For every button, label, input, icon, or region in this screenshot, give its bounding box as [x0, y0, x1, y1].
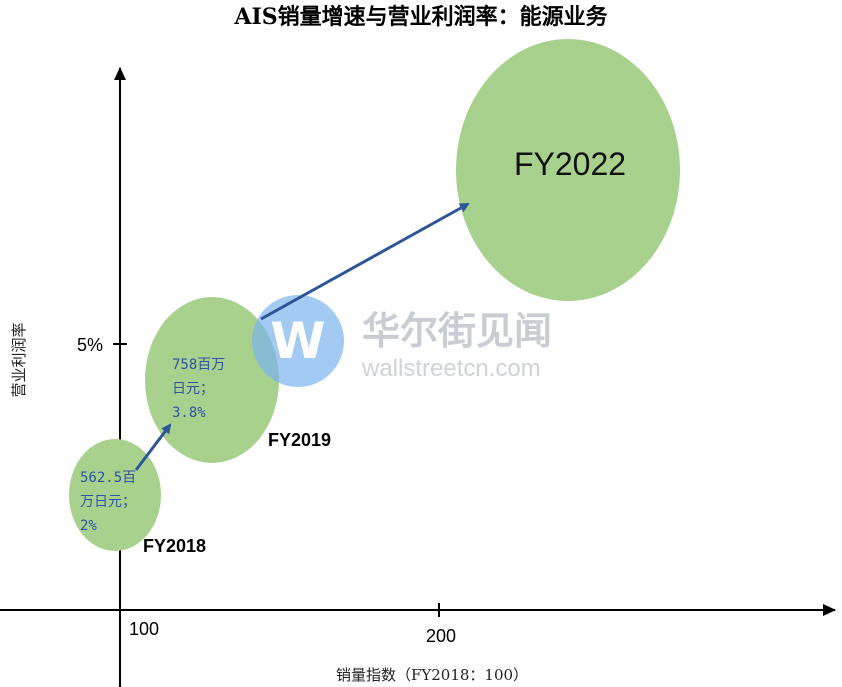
y-axis-title: 营业利润率 — [10, 322, 28, 397]
watermark-cn: 华尔街见闻 — [362, 308, 552, 353]
bubble-fy2019 — [145, 297, 279, 463]
bubble-fy2019-value-line-3: 3.8% — [172, 405, 206, 421]
bubble-fy2018-value-line-2: 万日元； — [80, 494, 136, 510]
watermark-en: wallstreetcn.com — [361, 355, 541, 382]
bubble-fy2019-value-line-2: 日元； — [172, 381, 214, 397]
watermark: W 华尔街见闻 wallstreetcn.com — [252, 295, 552, 387]
bubble-fy2018-value-line-3: 2% — [80, 518, 97, 534]
x-tick-label-100: 100 — [129, 619, 159, 639]
watermark-logo-glyph: W — [270, 312, 325, 370]
y-tick-label-5: 5% — [77, 335, 103, 355]
bubble-layer — [69, 39, 680, 551]
bubble-label-fy2018: FY2018 — [143, 536, 206, 556]
bubble-fy2018-value-line-1: 562.5百 — [80, 470, 136, 486]
bubble-fy2019-value-line-1: 758百万 — [172, 357, 225, 373]
x-axis-title: 销量指数（FY2018：100） — [336, 666, 528, 684]
arrow-fy2019-to-fy2022 — [260, 202, 470, 321]
chart-title: AIS销量增速与营业利润率：能源业务 — [233, 4, 608, 30]
bubble-label-fy2022: FY2022 — [514, 146, 626, 182]
bubble-label-fy2019: FY2019 — [268, 430, 331, 450]
bubble-fy2022 — [456, 39, 680, 301]
arrow-fy2018-to-fy2019 — [134, 423, 172, 471]
wallstreetcn-logo-icon — [252, 295, 344, 387]
x-tick-label-200: 200 — [426, 626, 456, 646]
arrow-layer — [134, 202, 470, 471]
